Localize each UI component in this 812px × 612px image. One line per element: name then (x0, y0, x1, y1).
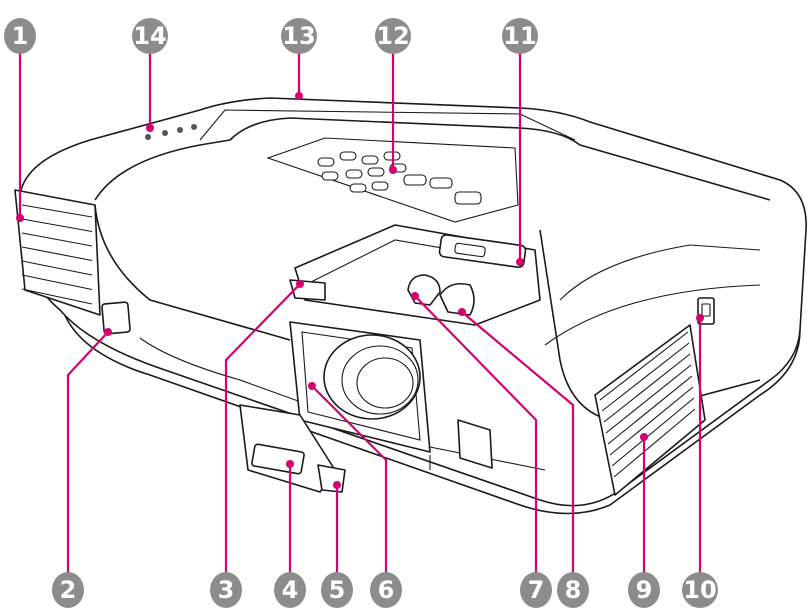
status-indicators (145, 124, 197, 140)
vent-slat (21, 232, 93, 247)
front-adjustable-foot (317, 464, 346, 493)
panel-button (321, 171, 339, 181)
vent-slat (607, 375, 693, 445)
vent-slat (21, 204, 93, 218)
callout-number-8: 8 (565, 576, 582, 604)
callout-number-2: 2 (60, 576, 77, 604)
leader-dot-2 (104, 328, 112, 336)
leader-dot-1 (16, 214, 24, 222)
callout-badge-1 (4, 18, 36, 54)
panel-button (367, 167, 385, 177)
callout-badge-6 (370, 572, 402, 608)
leader-dot-3 (296, 280, 304, 288)
callout-badge-5 (321, 572, 353, 608)
callout-number-14: 14 (133, 22, 166, 50)
callout-number-7: 7 (528, 576, 545, 604)
vent-slat (613, 408, 696, 478)
callout-badge-12 (375, 18, 411, 54)
leader-dot-14 (146, 124, 154, 132)
vent-slat (21, 246, 93, 262)
vent-slat (599, 331, 689, 401)
panel-button (429, 177, 453, 189)
callout-badge-14 (132, 18, 168, 54)
left-air-vent (14, 189, 101, 316)
callout-number-12: 12 (376, 22, 409, 50)
callout-badge-4 (274, 572, 306, 608)
leader-line-7 (414, 295, 538, 574)
callout-number-9: 9 (636, 576, 653, 604)
vent-slat (21, 260, 93, 276)
projection-lens (289, 321, 431, 453)
leader-dot-9 (640, 433, 648, 441)
leader-dot-5 (333, 481, 341, 489)
panel-button (454, 191, 482, 205)
panel-button (349, 183, 367, 193)
callout-badge-9 (628, 572, 660, 608)
callout-number-10: 10 (683, 576, 716, 604)
vent-slat (603, 353, 691, 423)
leader-dot-6 (308, 382, 316, 390)
leader-dot-4 (286, 460, 294, 468)
lens-adjustment-well (289, 224, 541, 326)
callout-number-6: 6 (378, 576, 395, 604)
panel-button (339, 151, 357, 161)
leader-line-8 (461, 311, 575, 574)
callout-badge-7 (520, 572, 552, 608)
callout-badge-8 (557, 572, 589, 608)
callout-badge-13 (281, 18, 317, 54)
leader-line-3 (224, 283, 301, 574)
leader-dot-7 (411, 292, 419, 300)
vent-slat (21, 274, 93, 291)
leader-lines (16, 52, 704, 574)
vent-slat (601, 342, 690, 412)
callout-number-3: 3 (218, 576, 235, 604)
vent-slat (21, 218, 93, 233)
callout-number-11: 11 (503, 22, 536, 50)
vent-slat (605, 364, 692, 434)
vent-slat (611, 397, 695, 467)
front-sensor-window (457, 419, 493, 469)
panel-button (361, 155, 379, 165)
leader-dot-8 (458, 308, 466, 316)
panel-button (371, 181, 389, 191)
leader-dot-13 (295, 92, 303, 100)
panel-button (403, 174, 427, 186)
callout-number-1: 1 (12, 22, 29, 50)
callout-badge-10 (682, 572, 718, 608)
callout-number-13: 13 (282, 22, 315, 50)
leader-line-6 (311, 385, 388, 574)
panel-button (317, 157, 335, 167)
leader-dot-10 (696, 314, 704, 322)
panel-button (345, 169, 363, 179)
front-remote-receiver (101, 301, 131, 335)
callout-number-5: 5 (329, 576, 346, 604)
callout-badge-2 (52, 572, 84, 608)
vent-slat (609, 386, 694, 456)
callout-badge-3 (210, 572, 242, 608)
right-air-vent (594, 324, 706, 496)
leader-dot-11 (516, 258, 524, 266)
leader-line-2 (66, 331, 109, 574)
callout-badge-11 (502, 18, 538, 54)
leader-dot-12 (389, 166, 397, 174)
vent-slat (21, 288, 93, 305)
callout-number-4: 4 (282, 576, 299, 604)
